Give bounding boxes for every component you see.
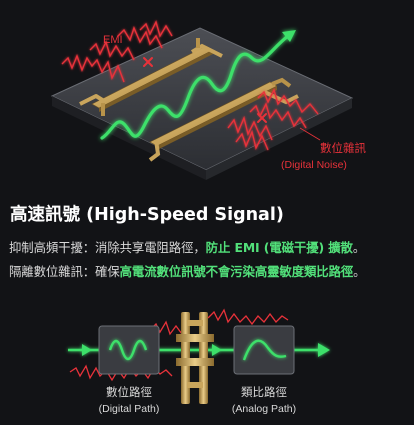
high-speed-signal-wave — [100, 30, 296, 140]
description-text: 。 — [353, 264, 366, 279]
blocked-noise-waves — [207, 308, 289, 326]
digital-path-sublabel: (Digital Path) — [99, 403, 160, 415]
digital-noise-label: 數位雜訊 — [320, 141, 366, 155]
pcb-plate — [50, 27, 354, 180]
page-title: 高速訊號 (High-Speed Signal) — [10, 205, 284, 225]
digital-noise-waves — [227, 88, 319, 151]
emi-noise-waves — [61, 20, 173, 83]
analog-path-sublabel: (Analog Path) — [232, 403, 296, 415]
isolation-barrier — [176, 312, 214, 404]
cross-icon — [257, 113, 267, 123]
gold-guard-trace-upper — [79, 38, 223, 116]
filter-curve-icon — [242, 339, 287, 361]
arrow-icon — [82, 344, 92, 356]
high-speed-signal-illustration: EMI 數位雜訊 (Digital Noise) — [50, 20, 366, 180]
analog-path-box — [233, 325, 295, 375]
gold-guard-trace-lower — [148, 77, 299, 162]
digital-path-label: 數位路徑 — [106, 385, 152, 399]
arrow-icon — [318, 343, 330, 357]
description-text: 。 — [352, 240, 366, 255]
digital-path-box — [98, 325, 160, 375]
description-highlight: 防止 EMI (電磁干擾) 擴散 — [205, 240, 353, 255]
signal-arrowhead-icon — [282, 30, 296, 42]
description-highlight: 高電流數位訊號不會污染高靈敏度類比路徑 — [119, 264, 354, 279]
noise-callout-line — [299, 127, 321, 141]
cross-icon — [143, 57, 153, 67]
description-line-isolation: 隔離數位雜訊：確保高電流數位訊號不會污染高靈敏度類比路徑。 — [9, 262, 366, 280]
description-text: 抑制高頻干擾：消除共享電阻路徑， — [9, 240, 206, 255]
emi-label: EMI — [103, 34, 123, 46]
analog-path-label: 類比路徑 — [241, 385, 287, 399]
path-separation-diagram: 數位路徑 (Digital Path) 類比路徑 (Analog Path) — [68, 308, 330, 415]
sine-wave-icon — [108, 339, 148, 361]
description-line-emi: 抑制高頻干擾：消除共享電阻路徑，防止 EMI (電磁干擾) 擴散。 — [9, 238, 365, 256]
arrow-icon — [212, 344, 222, 356]
description-text: 隔離數位雜訊：確保 — [9, 264, 120, 279]
digital-noise-sublabel: (Digital Noise) — [281, 159, 347, 171]
